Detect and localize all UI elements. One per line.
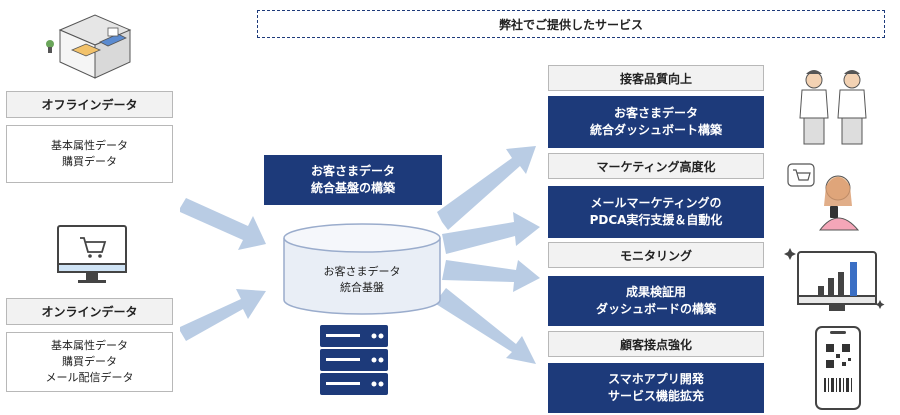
integration-platform-title-line: 統合基盤の構築 — [310, 181, 395, 195]
service-detail-smartphone-app: スマホアプリ開発 サービス機能拡充 — [548, 363, 764, 413]
service-detail-line: お客さまデータ — [613, 106, 698, 120]
smartphone-qr-icon — [815, 326, 861, 410]
arrow-center-to-service-1 — [437, 146, 536, 230]
server-rack-icon — [320, 325, 388, 395]
offline-data-line: 基本属性データ — [51, 139, 128, 152]
service-category-marketing: マーケティング高度化 — [548, 153, 764, 179]
service-category-label: 顧客接点強化 — [619, 337, 692, 352]
arrow-center-to-service-3 — [442, 260, 540, 292]
dashboard-monitor-icon — [784, 248, 885, 311]
service-detail-line: ダッシュボードの構築 — [595, 302, 716, 316]
service-detail-line: メールマーケティングの — [590, 196, 722, 210]
arrow-offline-to-center — [180, 198, 266, 250]
offline-data-title: オフラインデータ — [6, 91, 173, 118]
database-label-line: お客さまデータ — [323, 265, 401, 278]
service-category-label: マーケティング高度化 — [596, 159, 716, 174]
service-detail-result-dashboard: 成果検証用 ダッシュボードの構築 — [548, 276, 764, 326]
database-label-line: 統合基盤 — [340, 281, 384, 294]
integration-platform-title: お客さまデータ 統合基盤の構築 — [264, 155, 442, 205]
service-category-touchpoints: 顧客接点強化 — [548, 331, 764, 357]
online-data-title: オンラインデータ — [6, 298, 173, 325]
shopping-cart-monitor-icon — [57, 225, 127, 283]
arrow-online-to-center — [180, 289, 266, 341]
service-category-label: モニタリング — [619, 248, 692, 263]
database-label: お客さまデータ 統合基盤 — [284, 262, 440, 298]
service-detail-email-pdca: メールマーケティングの PDCA実行支援＆自動化 — [548, 186, 764, 238]
online-data-line: 基本属性データ — [51, 339, 128, 352]
online-data-title-label: オンラインデータ — [41, 305, 138, 319]
store-isometric-icon — [46, 14, 132, 79]
service-detail-line: スマホアプリ開発 — [608, 372, 704, 386]
shopping-woman-icon — [787, 163, 860, 231]
service-detail-dashboard: お客さまデータ 統合ダッシュボート構築 — [548, 96, 764, 148]
services-header: 弊社でご提供したサービス — [257, 10, 885, 38]
arrow-center-to-service-4 — [436, 288, 536, 364]
online-data-line: メール配信データ — [45, 371, 134, 384]
offline-data-line: 購買データ — [62, 155, 117, 168]
database-icon — [283, 223, 441, 315]
arrow-center-to-service-2 — [442, 212, 540, 254]
service-detail-line: 成果検証用 — [625, 285, 686, 299]
integration-platform-title-line: お客さまデータ — [310, 164, 395, 178]
services-header-label: 弊社でご提供したサービス — [498, 17, 643, 32]
staff-people-icon — [799, 70, 867, 145]
service-detail-line: サービス機能拡充 — [607, 389, 704, 403]
service-category-monitoring: モニタリング — [548, 242, 764, 268]
offline-data-title-label: オフラインデータ — [41, 98, 138, 112]
service-detail-line: 統合ダッシュボート構築 — [589, 123, 722, 137]
offline-data-details: 基本属性データ 購買データ — [6, 125, 173, 183]
online-data-details: 基本属性データ 購買データ メール配信データ — [6, 332, 173, 392]
service-detail-line: PDCA実行支援＆自動化 — [589, 213, 723, 227]
online-data-line: 購買データ — [62, 355, 117, 368]
service-category-label: 接客品質向上 — [619, 71, 692, 86]
service-category-customer-service: 接客品質向上 — [548, 65, 764, 91]
